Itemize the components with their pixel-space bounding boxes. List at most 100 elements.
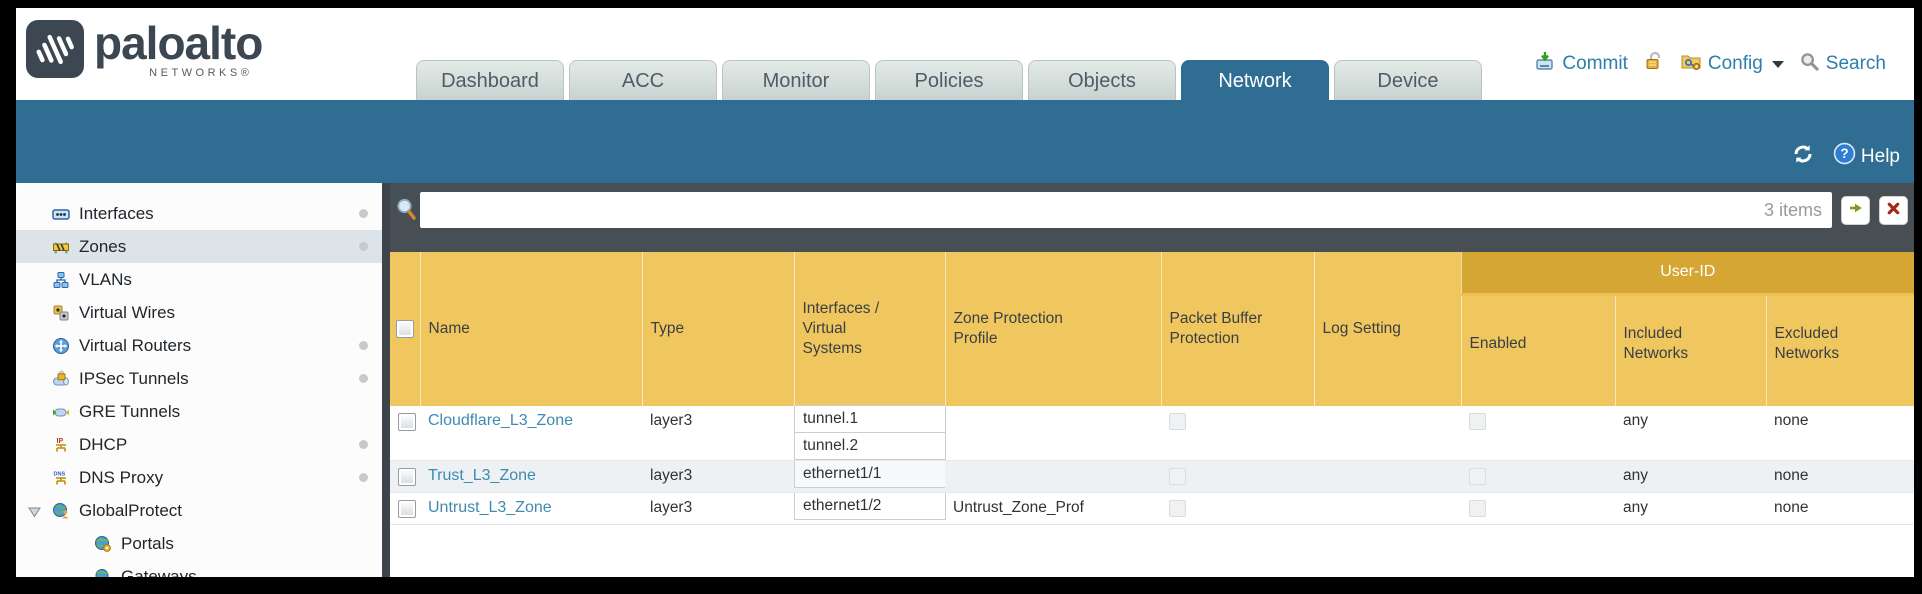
filter-input[interactable]	[420, 192, 1764, 228]
expander-down-icon[interactable]	[28, 503, 41, 523]
zone-type-cell: layer3	[642, 406, 794, 461]
col-header-enabled: Enabled	[1461, 294, 1616, 406]
zone-name-link[interactable]: Untrust_L3_Zone	[428, 499, 552, 516]
sidebar-item-label: Virtual Wires	[79, 302, 176, 322]
apply-filter-button[interactable]	[1841, 196, 1870, 225]
col-header-interfaces-virtual-systems: Interfaces / Virtual Systems	[794, 252, 946, 406]
status-dot	[359, 440, 368, 449]
sidebar-item-gateways[interactable]: Gateways	[16, 560, 382, 577]
sidebar-item-portals[interactable]: Portals	[16, 527, 382, 560]
vlans-icon	[52, 271, 70, 289]
col-header-excluded-networks: Excluded Networks	[1766, 294, 1914, 406]
tab-policies[interactable]: Policies	[875, 60, 1023, 100]
sidebar-item-virtual-routers[interactable]: Virtual Routers	[16, 329, 382, 362]
log-setting-cell	[1314, 492, 1461, 525]
tab-network[interactable]: Network	[1181, 60, 1329, 100]
packet-buffer-checkbox	[1169, 468, 1186, 485]
status-dot	[359, 242, 368, 251]
row-checkbox[interactable]	[398, 500, 416, 518]
col-header-name: Name	[420, 252, 643, 406]
included-networks-cell: any	[1615, 460, 1766, 493]
clear-filter-button[interactable]	[1879, 196, 1908, 225]
commit-button[interactable]: Commit	[1534, 50, 1628, 78]
dhcp-icon: IP	[52, 436, 70, 454]
lock-button[interactable]	[1643, 50, 1665, 78]
status-dot	[359, 209, 368, 218]
sidebar-item-label: IPSec Tunnels	[79, 368, 189, 388]
user-id-group-header: User-ID	[1461, 252, 1914, 296]
refresh-button[interactable]	[1791, 142, 1815, 171]
excluded-networks-cell: none	[1766, 460, 1914, 493]
select-all-checkbox[interactable]	[396, 320, 414, 338]
user-id-enabled-checkbox	[1469, 413, 1486, 430]
col-header-included-networks: Included Networks	[1615, 294, 1767, 406]
sidebar-item-label: GlobalProtect	[79, 500, 182, 520]
col-header-log-setting: Log Setting	[1314, 252, 1462, 406]
lock-icon	[1643, 50, 1665, 78]
sidebar-item-globalprotect[interactable]: GlobalProtect	[16, 494, 382, 527]
tab-device[interactable]: Device	[1334, 60, 1482, 100]
gateways-icon	[94, 568, 112, 577]
virtual-wires-icon	[52, 304, 70, 322]
sidebar-item-label: VLANs	[79, 269, 132, 289]
search-label: Search	[1825, 53, 1886, 74]
row-checkbox[interactable]	[398, 468, 416, 486]
config-label: Config	[1707, 53, 1763, 74]
paloalto-logo: paloalto NETWORKS®	[26, 17, 263, 83]
sidebar-item-interfaces[interactable]: Interfaces	[16, 197, 382, 230]
sidebar-item-ipsec-tunnels[interactable]: IPSec Tunnels	[16, 362, 382, 395]
config-dropdown[interactable]: Config	[1680, 50, 1784, 78]
status-dot	[359, 341, 368, 350]
help-label: Help	[1860, 145, 1900, 167]
help-icon: ?	[1833, 142, 1856, 171]
top-actions: Commit	[1534, 50, 1886, 78]
sidebar-item-zones[interactable]: Zones	[16, 230, 382, 263]
log-setting-cell	[1314, 460, 1461, 493]
packet-buffer-checkbox	[1169, 500, 1186, 517]
zone-name-link[interactable]: Trust_L3_Zone	[428, 467, 536, 484]
interfaces-cell: ethernet1/2	[794, 492, 946, 525]
sidebar-item-virtual-wires[interactable]: Virtual Wires	[16, 296, 382, 329]
sidebar-item-label: Zones	[79, 236, 127, 256]
sidebar-item-gre-tunnels[interactable]: GRE Tunnels	[16, 395, 382, 428]
sidebar-item-label: GRE Tunnels	[79, 401, 181, 421]
row-checkbox[interactable]	[398, 413, 416, 431]
band-actions: ? Help	[1791, 142, 1900, 171]
zone-protection-cell	[945, 406, 1161, 461]
commit-label: Commit	[1562, 53, 1628, 74]
interface-entry: tunnel.2	[794, 432, 946, 460]
red-x-icon	[1886, 201, 1901, 221]
tab-acc[interactable]: ACC	[569, 60, 717, 100]
col-header-zone-protection-profile: Zone Protection Profile	[945, 252, 1162, 406]
user-id-enabled-checkbox	[1469, 500, 1486, 517]
zone-type-cell: layer3	[642, 492, 794, 525]
user-id-enabled-checkbox	[1469, 468, 1486, 485]
sidebar-item-vlans[interactable]: VLANs	[16, 263, 382, 296]
zone-name-link[interactable]: Cloudflare_L3_Zone	[428, 412, 573, 429]
tab-objects[interactable]: Objects	[1028, 60, 1176, 100]
svg-text:?: ?	[1840, 146, 1848, 161]
tab-monitor[interactable]: Monitor	[722, 60, 870, 100]
search-icon	[1799, 51, 1820, 78]
sidebar-item-label: Interfaces	[79, 203, 154, 223]
config-icon	[1680, 50, 1702, 78]
global-search-button[interactable]: Search	[1799, 51, 1886, 78]
brand-sub: NETWORKS®	[149, 67, 253, 79]
tab-dashboard[interactable]: Dashboard	[416, 60, 564, 100]
interface-entry: ethernet1/1	[794, 460, 946, 488]
globalprotect-icon	[52, 502, 70, 520]
brand-name: paloalto	[94, 17, 263, 69]
help-button[interactable]: ? Help	[1833, 142, 1900, 171]
sidebar-item-label: Gateways	[121, 566, 197, 578]
